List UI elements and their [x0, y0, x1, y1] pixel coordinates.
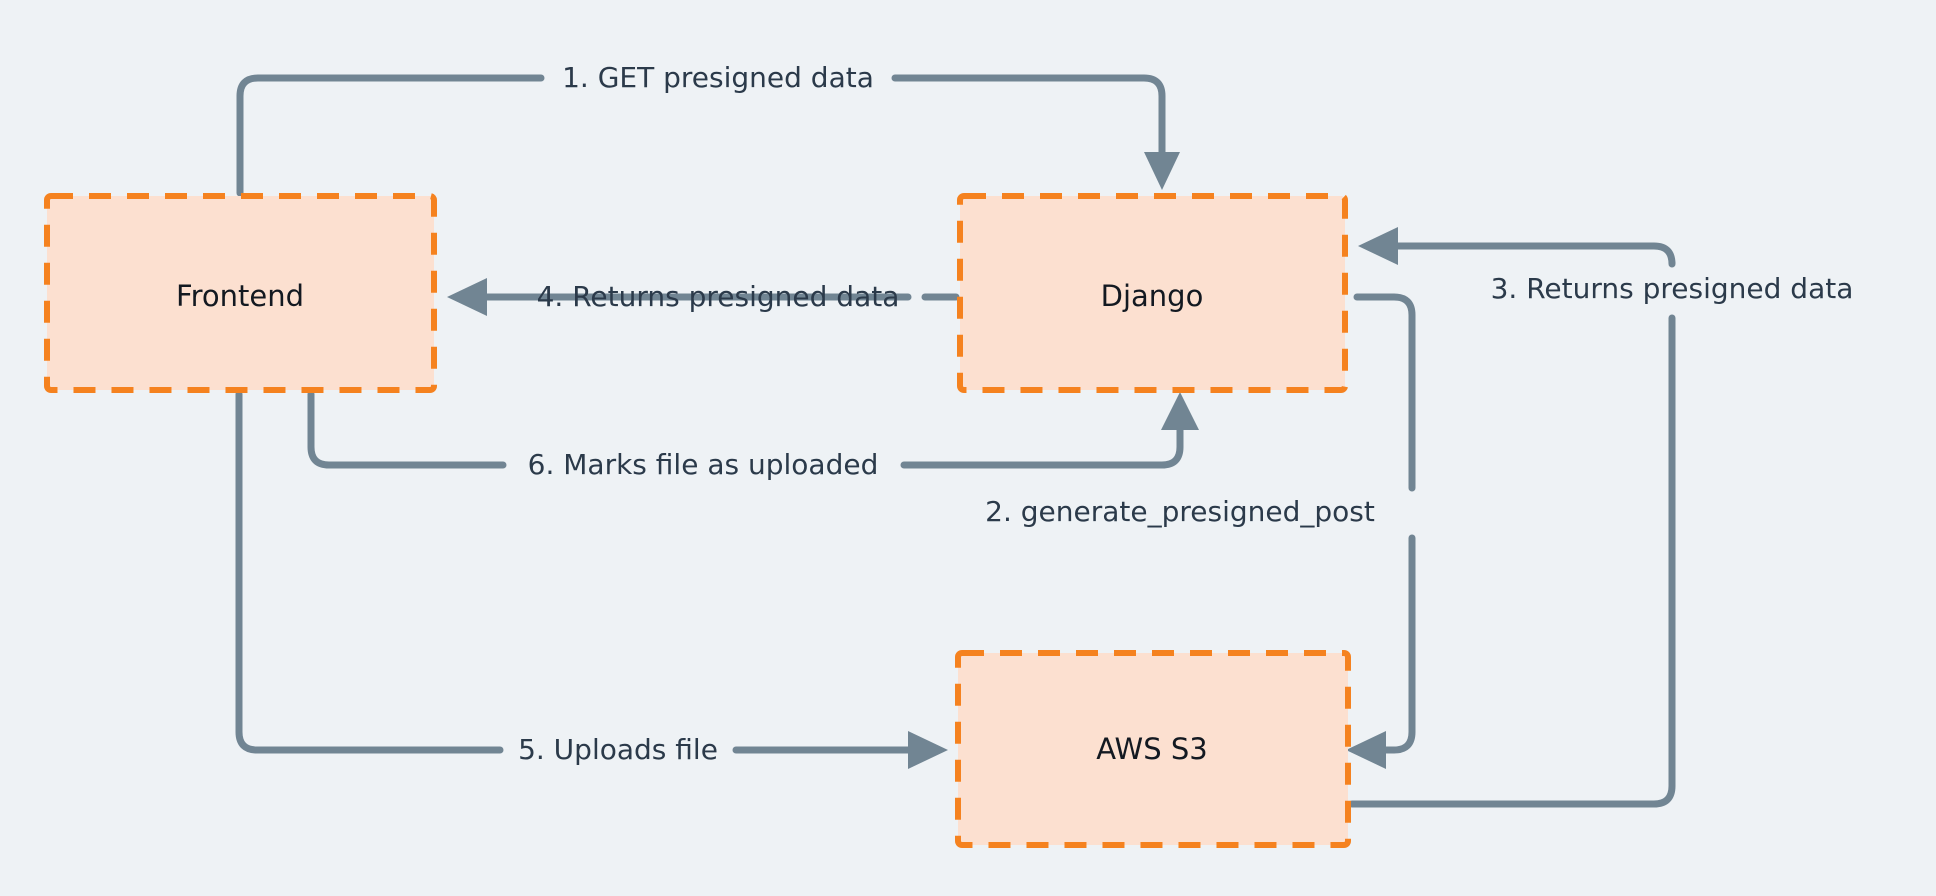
- edge-1-get-presigned-data: 1. GET presigned data: [236, 61, 1180, 197]
- edge-3-label: 3. Returns presigned data: [1491, 272, 1854, 305]
- edge-2-arrowhead: [1346, 731, 1386, 769]
- edge-2-path-lower: [1376, 534, 1416, 754]
- node-aws-s3-box[interactable]: [955, 650, 1351, 848]
- node-django-box[interactable]: [957, 193, 1348, 393]
- edge-4-arrowhead: [447, 278, 487, 316]
- edge-3-path-upper: [1392, 242, 1676, 268]
- edge-1-path-left: [236, 74, 545, 197]
- node-aws-s3-label: AWS S3: [1096, 732, 1207, 766]
- node-django-label: Django: [1101, 279, 1204, 313]
- edge-5-arrowhead: [908, 731, 948, 769]
- edge-3-returns-presigned-data: 3. Returns presigned data: [1348, 227, 1854, 808]
- node-frontend-label: Frontend: [176, 279, 304, 313]
- node-aws-s3[interactable]: AWS S3: [955, 650, 1351, 848]
- edge-6-path-right: [900, 420, 1184, 469]
- edge-4-returns-presigned-data: 4. Returns presigned data: [447, 278, 960, 316]
- edge-1-label: 1. GET presigned data: [562, 61, 874, 94]
- node-frontend[interactable]: Frontend: [44, 193, 437, 393]
- edge-5-label: 5. Uploads file: [518, 733, 718, 766]
- node-frontend-box[interactable]: [44, 193, 437, 393]
- edge-3-arrowhead: [1358, 227, 1398, 265]
- edge-2-path-upper: [1353, 293, 1416, 492]
- edge-2-generate-presigned-post: 2. generate_presigned_post: [985, 293, 1416, 769]
- edge-5-path-left: [235, 390, 504, 754]
- edge-1-arrowhead: [1144, 152, 1180, 190]
- edge-2-label: 2. generate_presigned_post: [985, 495, 1375, 528]
- edge-5-uploads-file: 5. Uploads file: [235, 390, 948, 769]
- edge-4-label: 4. Returns presigned data: [537, 280, 900, 313]
- edge-6-label: 6. Marks file as uploaded: [528, 448, 879, 481]
- node-django[interactable]: Django: [957, 193, 1348, 393]
- edge-6-arrowhead: [1161, 392, 1199, 430]
- edge-6-path-left: [307, 390, 507, 469]
- edge-1-path-right: [891, 74, 1166, 162]
- edge-3-path-lower: [1348, 314, 1676, 808]
- edge-6-marks-file-as-uploaded: 6. Marks file as uploaded: [307, 390, 1199, 481]
